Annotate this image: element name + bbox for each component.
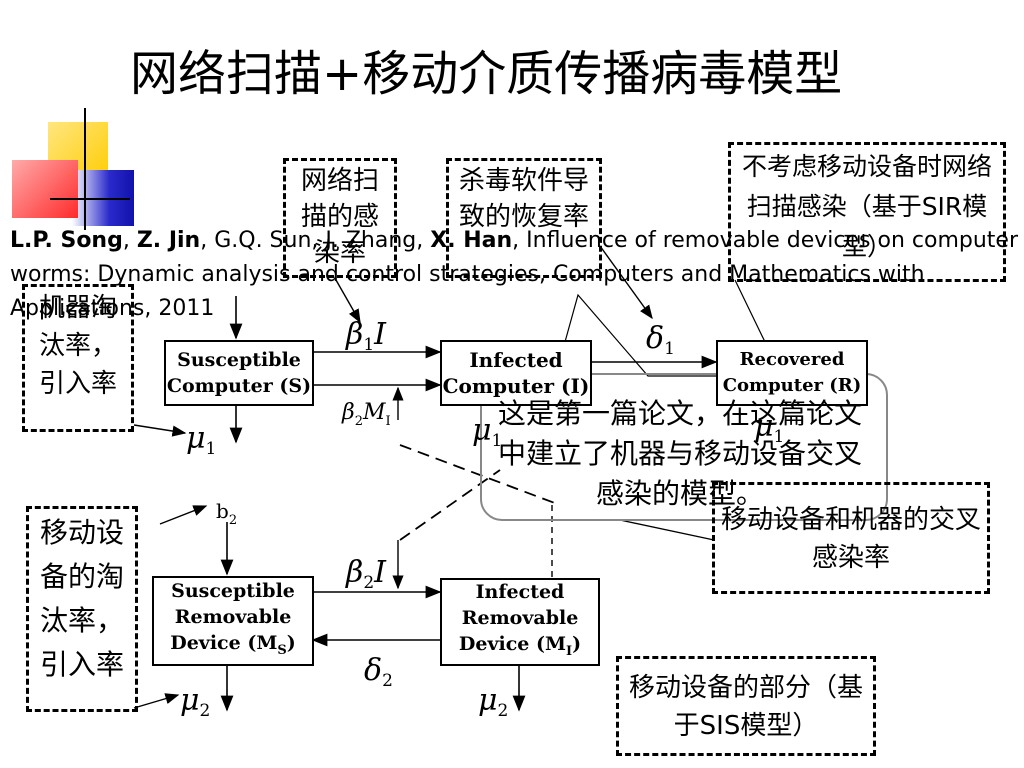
node-infected-computer: Infected Computer (I) (440, 340, 592, 406)
ref-sep: , (122, 228, 137, 253)
note-text: 移动设备和机器的交叉感染率 (720, 505, 981, 573)
ref-rest: , Influence of removable devices on comp… (10, 228, 1018, 321)
note-text: 不考虑移动设备时网络扫描感染（基于SIR模型） (741, 152, 992, 261)
symbol-delta1: δ1 (646, 321, 675, 360)
node-label: Computer (I) (442, 374, 590, 398)
symbol-beta2-MI: β2MI (342, 400, 391, 429)
node-label: Susceptible (177, 349, 301, 371)
note-text: 杀毒软件导致的恢复率 (458, 166, 589, 232)
symbol-mu2-left: μ2 (180, 683, 211, 722)
node-label: Removable (461, 607, 579, 630)
decor-vertical-line (84, 108, 86, 230)
symbol-b2: b2 (216, 499, 238, 528)
note-mobile-part-sis: 移动设备的部分（基于SIS模型） (616, 656, 876, 756)
note-network-scan-rate: 网络扫描的感染率 (283, 158, 397, 278)
decor-red-square (12, 160, 78, 218)
symbol-mu2-right: μ2 (478, 683, 509, 722)
note-text: 网络扫描的感染率 (300, 166, 379, 268)
node-label: Computer (S) (166, 375, 312, 397)
note-antivirus-recovery: 杀毒软件导致的恢复率 (446, 158, 602, 278)
callout-text: 这是第一篇论文，在这篇论文中建立了机器与移动设备交叉感染的模型。 (497, 397, 862, 510)
note-machine-rates: 机器淘汰率，引入率 (22, 284, 134, 432)
author-han: X. Han (430, 228, 513, 253)
node-label: Infected (469, 348, 563, 372)
note-text: 移动设备的淘汰率，引入率 (39, 516, 124, 681)
node-label: Device (MS) (170, 632, 296, 658)
node-susceptible-device: Susceptible Removable Device (MS) (152, 576, 314, 666)
node-label: Computer (R) (722, 375, 862, 396)
note-mobile-rates: 移动设备的淘汰率，引入率 (26, 506, 138, 712)
node-label: Susceptible (171, 580, 295, 603)
symbol-beta1-I: β1I (346, 317, 387, 356)
node-infected-device: Infected Removable Device (MI) (440, 578, 600, 666)
note-text: 移动设备的部分（基于SIS模型） (628, 673, 863, 741)
node-label: Infected (475, 581, 565, 604)
slide-title: 网络扫描+移动介质传播病毒模型 (130, 46, 843, 102)
node-susceptible-computer: Susceptible Computer (S) (164, 340, 314, 406)
node-label: Removable (174, 606, 292, 629)
note-cross-infection: 移动设备和机器的交叉感染率 (712, 482, 990, 594)
author-song: L.P. Song (10, 228, 123, 253)
node-label: Device (MI) (458, 633, 582, 659)
decor-horizontal-line (50, 198, 130, 200)
symbol-beta2-I: β2I (346, 555, 387, 594)
node-label: Recovered (739, 349, 845, 370)
note-no-mobile-sir: 不考虑移动设备时网络扫描感染（基于SIR模型） (728, 142, 1006, 282)
symbol-mu1-left: μ1 (186, 421, 217, 460)
callout-box (480, 373, 888, 521)
symbol-mu1-mid: μ1 (472, 413, 503, 452)
ref-sep: , G.Q. Sun, J. Zhang, (200, 228, 431, 253)
author-jin: Z. Jin (136, 228, 201, 253)
note-text: 机器淘汰率，引入率 (38, 293, 117, 399)
symbol-mu1-right: μ1 (754, 409, 785, 448)
symbol-delta2: δ2 (364, 653, 393, 692)
node-recovered-computer: Recovered Computer (R) (716, 340, 868, 406)
reference-citation: L.P. Song, Z. Jin, G.Q. Sun, J. Zhang, X… (10, 224, 1020, 326)
